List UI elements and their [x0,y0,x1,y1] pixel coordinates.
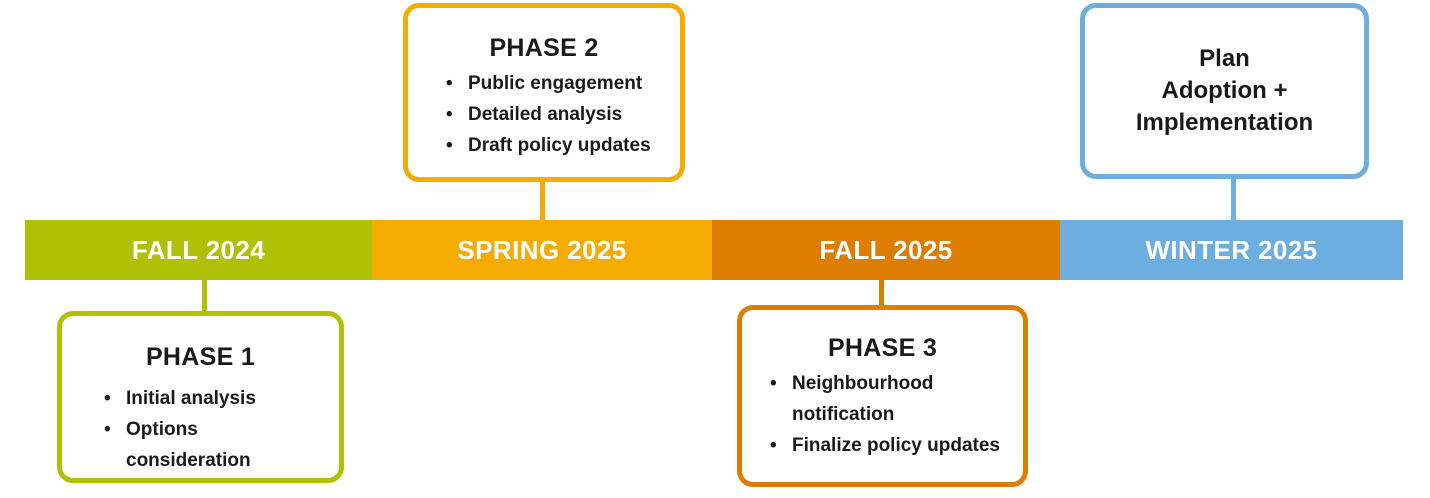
list-item: Neighbourhood notification [770,369,1009,431]
callout-plan-adoption: Plan Adoption + Implementation [1080,3,1369,179]
list-item: Detailed analysis [446,100,666,131]
callout-phase-1: PHASE 1 Initial analysis Options conside… [57,311,344,483]
timeline-bar: FALL 2024 SPRING 2025 FALL 2025 WINTER 2… [25,220,1403,280]
callout-phase-1-list: Initial analysis Options consideration [76,384,325,476]
callout-phase-3: PHASE 3 Neighbourhood notification Final… [737,305,1028,487]
timeline-segment-fall-2025[interactable]: FALL 2025 [712,220,1060,280]
callout-phase-3-list: Neighbourhood notification Finalize poli… [756,369,1009,461]
list-item: Public engagement [446,69,666,100]
connector-stem-plan-adoption [1231,175,1236,222]
timeline-segment-fall-2024[interactable]: FALL 2024 [25,220,372,280]
timeline-segment-winter-2025[interactable]: WINTER 2025 [1060,220,1403,280]
callout-phase-2-list: Public engagement Detailed analysis Draf… [422,69,666,161]
connector-stem-phase-1 [202,278,207,314]
connector-stem-phase-2 [540,178,545,222]
list-item: Options consideration [104,415,325,477]
callout-phase-1-title: PHASE 1 [145,343,256,371]
callout-plan-adoption-line-3: Implementation [1135,108,1314,136]
callout-plan-adoption-text: Plan Adoption + Implementation [1136,43,1313,139]
connector-stem-phase-3 [879,278,884,308]
callout-phase-2: PHASE 2 Public engagement Detailed analy… [403,3,685,182]
callout-plan-adoption-line-2: Adoption + [1161,77,1288,105]
callout-phase-3-title: PHASE 3 [827,334,938,362]
list-item: Draft policy updates [446,131,666,162]
list-item: Initial analysis [104,384,325,415]
list-item: Finalize policy updates [770,431,1009,462]
callout-phase-2-title: PHASE 2 [489,34,599,62]
timeline-segment-spring-2025[interactable]: SPRING 2025 [372,220,712,280]
callout-plan-adoption-line-1: Plan [1199,45,1250,73]
